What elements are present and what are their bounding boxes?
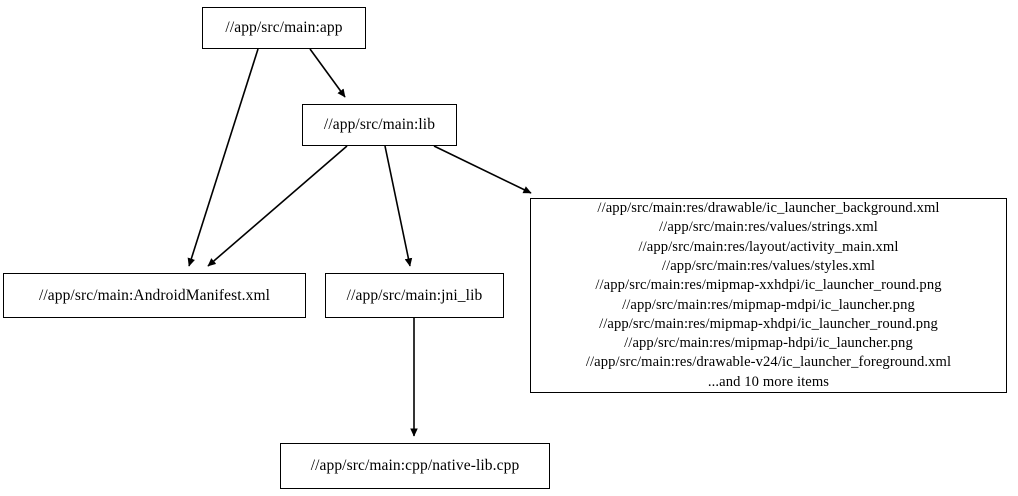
graph-node-native-lib-cpp[interactable]: //app/src/main:cpp/native-lib.cpp: [280, 443, 550, 489]
graph-node-app-label: //app/src/main:app: [225, 19, 343, 37]
graph-node-jni-lib[interactable]: //app/src/main:jni_lib: [325, 273, 504, 318]
graph-node-android-manifest-label: //app/src/main:AndroidManifest.xml: [38, 286, 271, 304]
edge-app-to-lib: [309, 48, 346, 98]
graph-node-android-manifest[interactable]: //app/src/main:AndroidManifest.xml: [3, 273, 306, 318]
graph-node-lib[interactable]: //app/src/main:lib: [302, 104, 457, 146]
edge-app-to-manifest: [187, 48, 259, 267]
graph-node-native-lib-cpp-label: //app/src/main:cpp/native-lib.cpp: [310, 457, 520, 475]
graph-node-lib-label: //app/src/main:lib: [323, 116, 436, 134]
graph-node-res-group-label: //app/src/main:res/drawable/ic_launcher_…: [585, 200, 952, 390]
graph-node-app[interactable]: //app/src/main:app: [202, 7, 366, 49]
graph-node-res-group[interactable]: //app/src/main:res/drawable/ic_launcher_…: [530, 198, 1007, 393]
edge-lib-to-jni-lib: [384, 145, 413, 267]
edge-lib-to-manifest: [207, 145, 348, 267]
edge-lib-to-res-group: [433, 145, 532, 194]
graph-node-jni-lib-label: //app/src/main:jni_lib: [346, 286, 483, 304]
